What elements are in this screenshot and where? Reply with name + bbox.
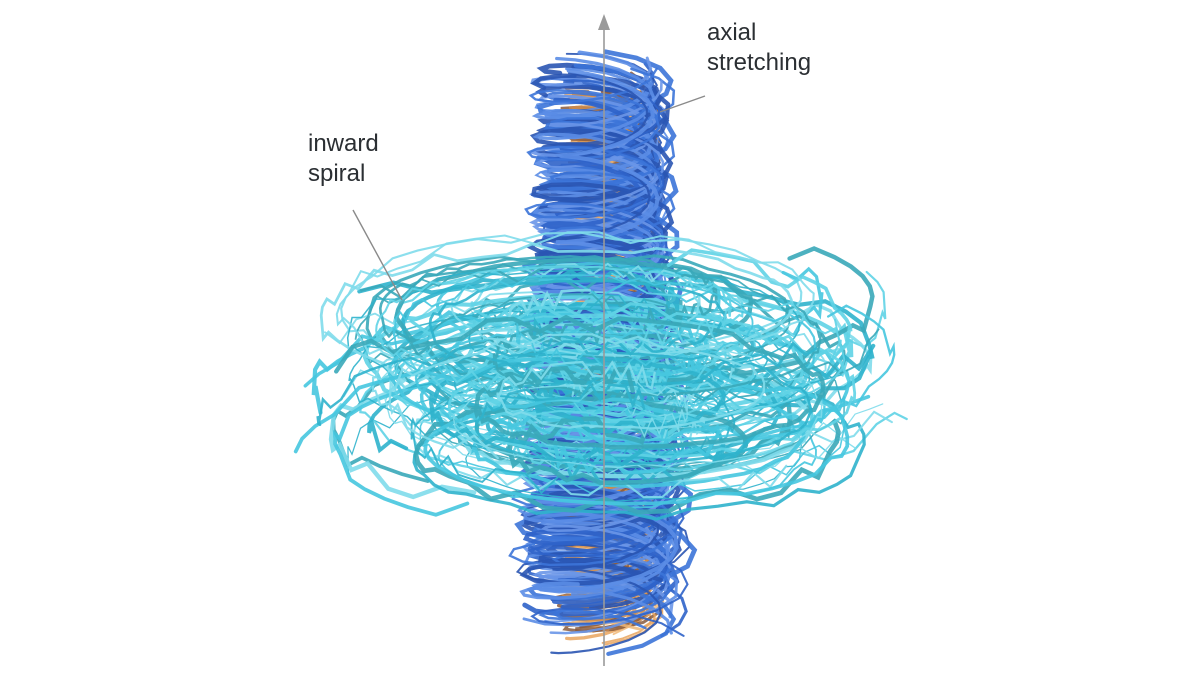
outer-spiral-ribbon [346,265,842,420]
arrow-up-icon [598,14,610,30]
inward-spiral-label-line2: spiral [308,160,366,187]
inward-spiral-leader-line [352,209,403,301]
outer-spiral-ribbon [333,367,806,517]
outer-spiral-ribbon [413,396,841,515]
outer-spiral-ribbon [378,254,718,391]
vortex-axis [598,14,610,666]
axial-stretching-leader-line [659,95,706,113]
axial-stretching-label: axial stretching [707,18,811,78]
axial-stretching-label-line1: axial [707,19,757,46]
vortex-outer-ribbons [293,231,908,521]
outer-spiral-ribbon [414,304,896,442]
outer-spiral-ribbon [388,333,766,460]
outer-spiral-ribbon [392,274,754,385]
axial-stretching-label-line2: stretching [707,49,812,76]
mid-ribbon [535,68,679,593]
outer-spiral-ribbon [401,269,876,396]
inward-spiral-label: inward spiral [308,129,379,189]
outer-spiral-ribbon [375,265,732,403]
outer-spiral-ribbon [360,265,823,397]
outer-spiral-ribbon [316,340,813,466]
outer-spiral-ribbon [319,242,794,390]
outer-spiral-ribbon [343,336,823,468]
outer-spiral-ribbon [384,344,857,476]
outer-spiral-ribbon [371,323,893,463]
inward-spiral-label-line1: inward [308,130,379,157]
